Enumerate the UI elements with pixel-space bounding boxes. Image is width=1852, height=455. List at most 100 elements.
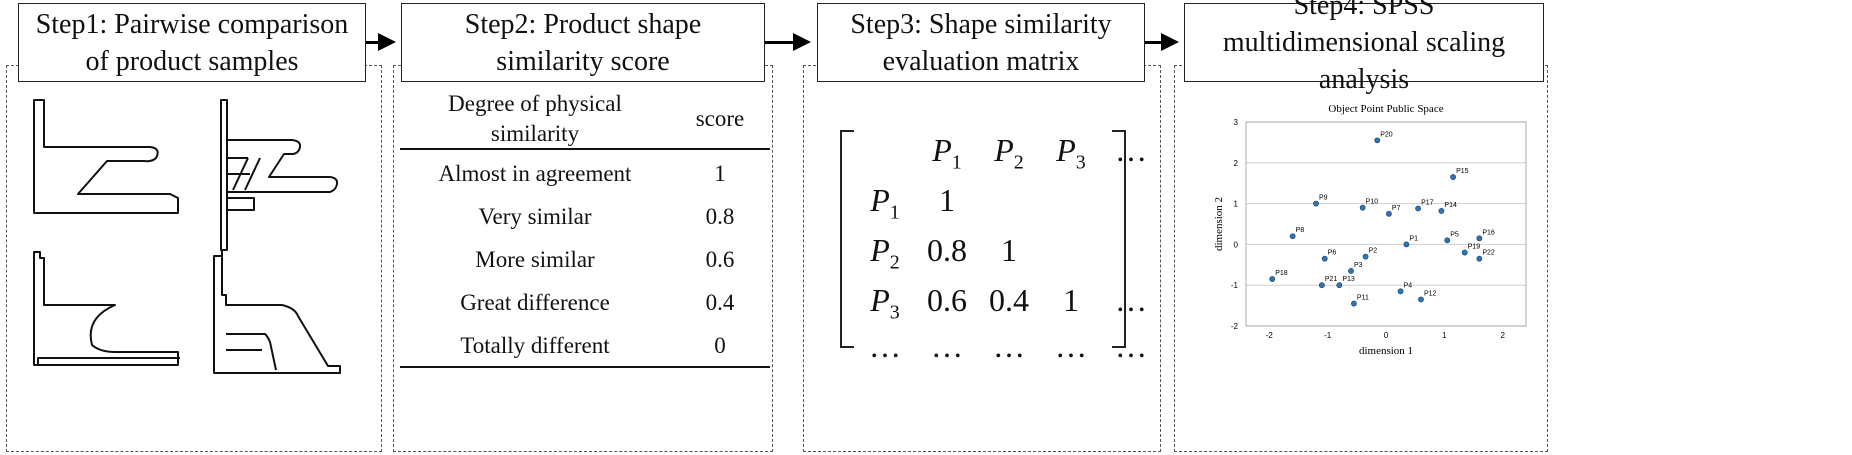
point-label: P3 (1354, 262, 1363, 269)
matrix-right-bracket (1112, 130, 1126, 348)
table-cell-score: 0.6 (705, 246, 735, 272)
point-label: P16 (1482, 229, 1495, 236)
point-label: P15 (1456, 168, 1469, 175)
scatter-point (1362, 253, 1369, 260)
matrix-row-header: P1 (870, 182, 900, 224)
matrix-cell: 0.8 (927, 232, 967, 268)
matrix-cell: … (993, 328, 1025, 364)
point-label: P19 (1468, 244, 1481, 251)
x-tick-label: 2 (1500, 331, 1505, 340)
point-label: P18 (1275, 270, 1288, 277)
point-label: P6 (1328, 250, 1337, 257)
point-label: P7 (1392, 205, 1401, 212)
table-bottom-rule (400, 366, 770, 368)
point-label: P13 (1342, 276, 1355, 283)
matrix-row-header: P2 (870, 232, 900, 274)
scatter-point (1438, 208, 1445, 214)
table-header-degree: Degree of physical similarity (448, 91, 622, 146)
scatter-point (1476, 235, 1483, 242)
scatter-point (1403, 241, 1410, 248)
y-tick-label: 1 (1234, 200, 1239, 209)
point-label: P14 (1444, 202, 1457, 209)
scatter-point (1450, 174, 1456, 180)
arrow-3-4 (1145, 33, 1179, 51)
x-axis-label: dimension 1 (1359, 345, 1413, 357)
step3-title: Step3: Shape similarity evaluation matri… (817, 3, 1145, 82)
matrix-left-bracket (840, 130, 854, 348)
product-sample-2 (220, 99, 228, 251)
scatter-point (1351, 300, 1357, 307)
matrix-cell: 1 (939, 182, 955, 218)
x-tick-label: -1 (1324, 331, 1332, 340)
table-cell-degree: More similar (475, 246, 595, 272)
table-cell-degree: Great difference (460, 289, 610, 315)
matrix-cell: … (931, 328, 963, 364)
matrix-col-header: P2 (994, 132, 1024, 174)
y-axis-label: dimension 2 (1213, 197, 1225, 251)
scatter-point (1318, 282, 1325, 289)
table-cell-degree: Totally different (460, 332, 610, 358)
step2-title: Step2: Product shape similarity score (401, 3, 765, 82)
point-label: P22 (1482, 250, 1495, 257)
score-table: Degree of physical similarity score Almo… (400, 86, 770, 446)
point-label: P20 (1380, 131, 1393, 138)
scatter-point (1336, 282, 1343, 289)
arrow-2-3 (765, 33, 811, 51)
scatter-point (1461, 249, 1468, 256)
point-label: P8 (1296, 227, 1305, 234)
step4-title: Step4: SPSS multidimensional scaling ana… (1184, 0, 1544, 95)
matrix-cell: … (1115, 282, 1147, 318)
y-tick-label: -2 (1231, 322, 1239, 331)
table-row: Totally different 0 (400, 324, 770, 367)
y-tick-label: 3 (1234, 118, 1239, 127)
table-row: Almost in agreement 1 (400, 152, 770, 195)
scatter-point (1269, 276, 1276, 282)
matrix-row-header: P3 (870, 282, 900, 324)
matrix-cell: 0.6 (927, 282, 967, 318)
point-label: P4 (1404, 282, 1413, 289)
scatter-point (1289, 233, 1296, 240)
scatter-point (1348, 268, 1354, 274)
x-tick-label: -2 (1266, 331, 1274, 340)
y-tick-label: 0 (1234, 240, 1239, 249)
table-cell-degree: Almost in agreement (438, 160, 632, 186)
point-label: P12 (1424, 290, 1437, 297)
table-header-score: score (695, 106, 745, 131)
point-label: P5 (1450, 231, 1459, 238)
table-cell-score: 1 (714, 160, 726, 186)
scatter-point (1313, 200, 1319, 207)
scatter-point (1359, 204, 1366, 211)
table-cell-score: 0 (714, 332, 726, 358)
product-sample-3 (33, 251, 179, 366)
matrix-cell: 1 (1063, 282, 1079, 318)
point-label: P11 (1357, 295, 1369, 302)
matrix-col-header: P3 (1056, 132, 1086, 174)
point-label: P17 (1421, 199, 1434, 206)
step1-title: Step1: Pairwise comparison of product sa… (18, 3, 366, 82)
arrow-1-2 (366, 33, 396, 51)
scatter-point (1418, 296, 1424, 303)
point-label: P1 (1409, 235, 1418, 242)
point-label: P10 (1366, 199, 1379, 206)
product-sample-1 (33, 99, 179, 214)
scatter-point (1321, 255, 1328, 262)
point-label: P9 (1319, 195, 1328, 202)
scatter-point (1415, 205, 1421, 212)
product-sketches (33, 99, 341, 374)
matrix-col-header: … (1115, 132, 1147, 168)
product-sample-4 (213, 255, 341, 374)
table-cell-score: 0.8 (705, 203, 735, 229)
x-tick-label: 1 (1442, 331, 1447, 340)
y-tick-label: -1 (1231, 281, 1239, 290)
y-tick-label: 2 (1234, 159, 1239, 168)
matrix-cell: … (1055, 328, 1087, 364)
scatter-point (1444, 237, 1451, 244)
x-tick-label: 0 (1384, 331, 1389, 340)
point-label: P21 (1325, 276, 1338, 283)
table-row: More similar 0.6 (400, 238, 770, 281)
point-label: P2 (1369, 248, 1378, 255)
